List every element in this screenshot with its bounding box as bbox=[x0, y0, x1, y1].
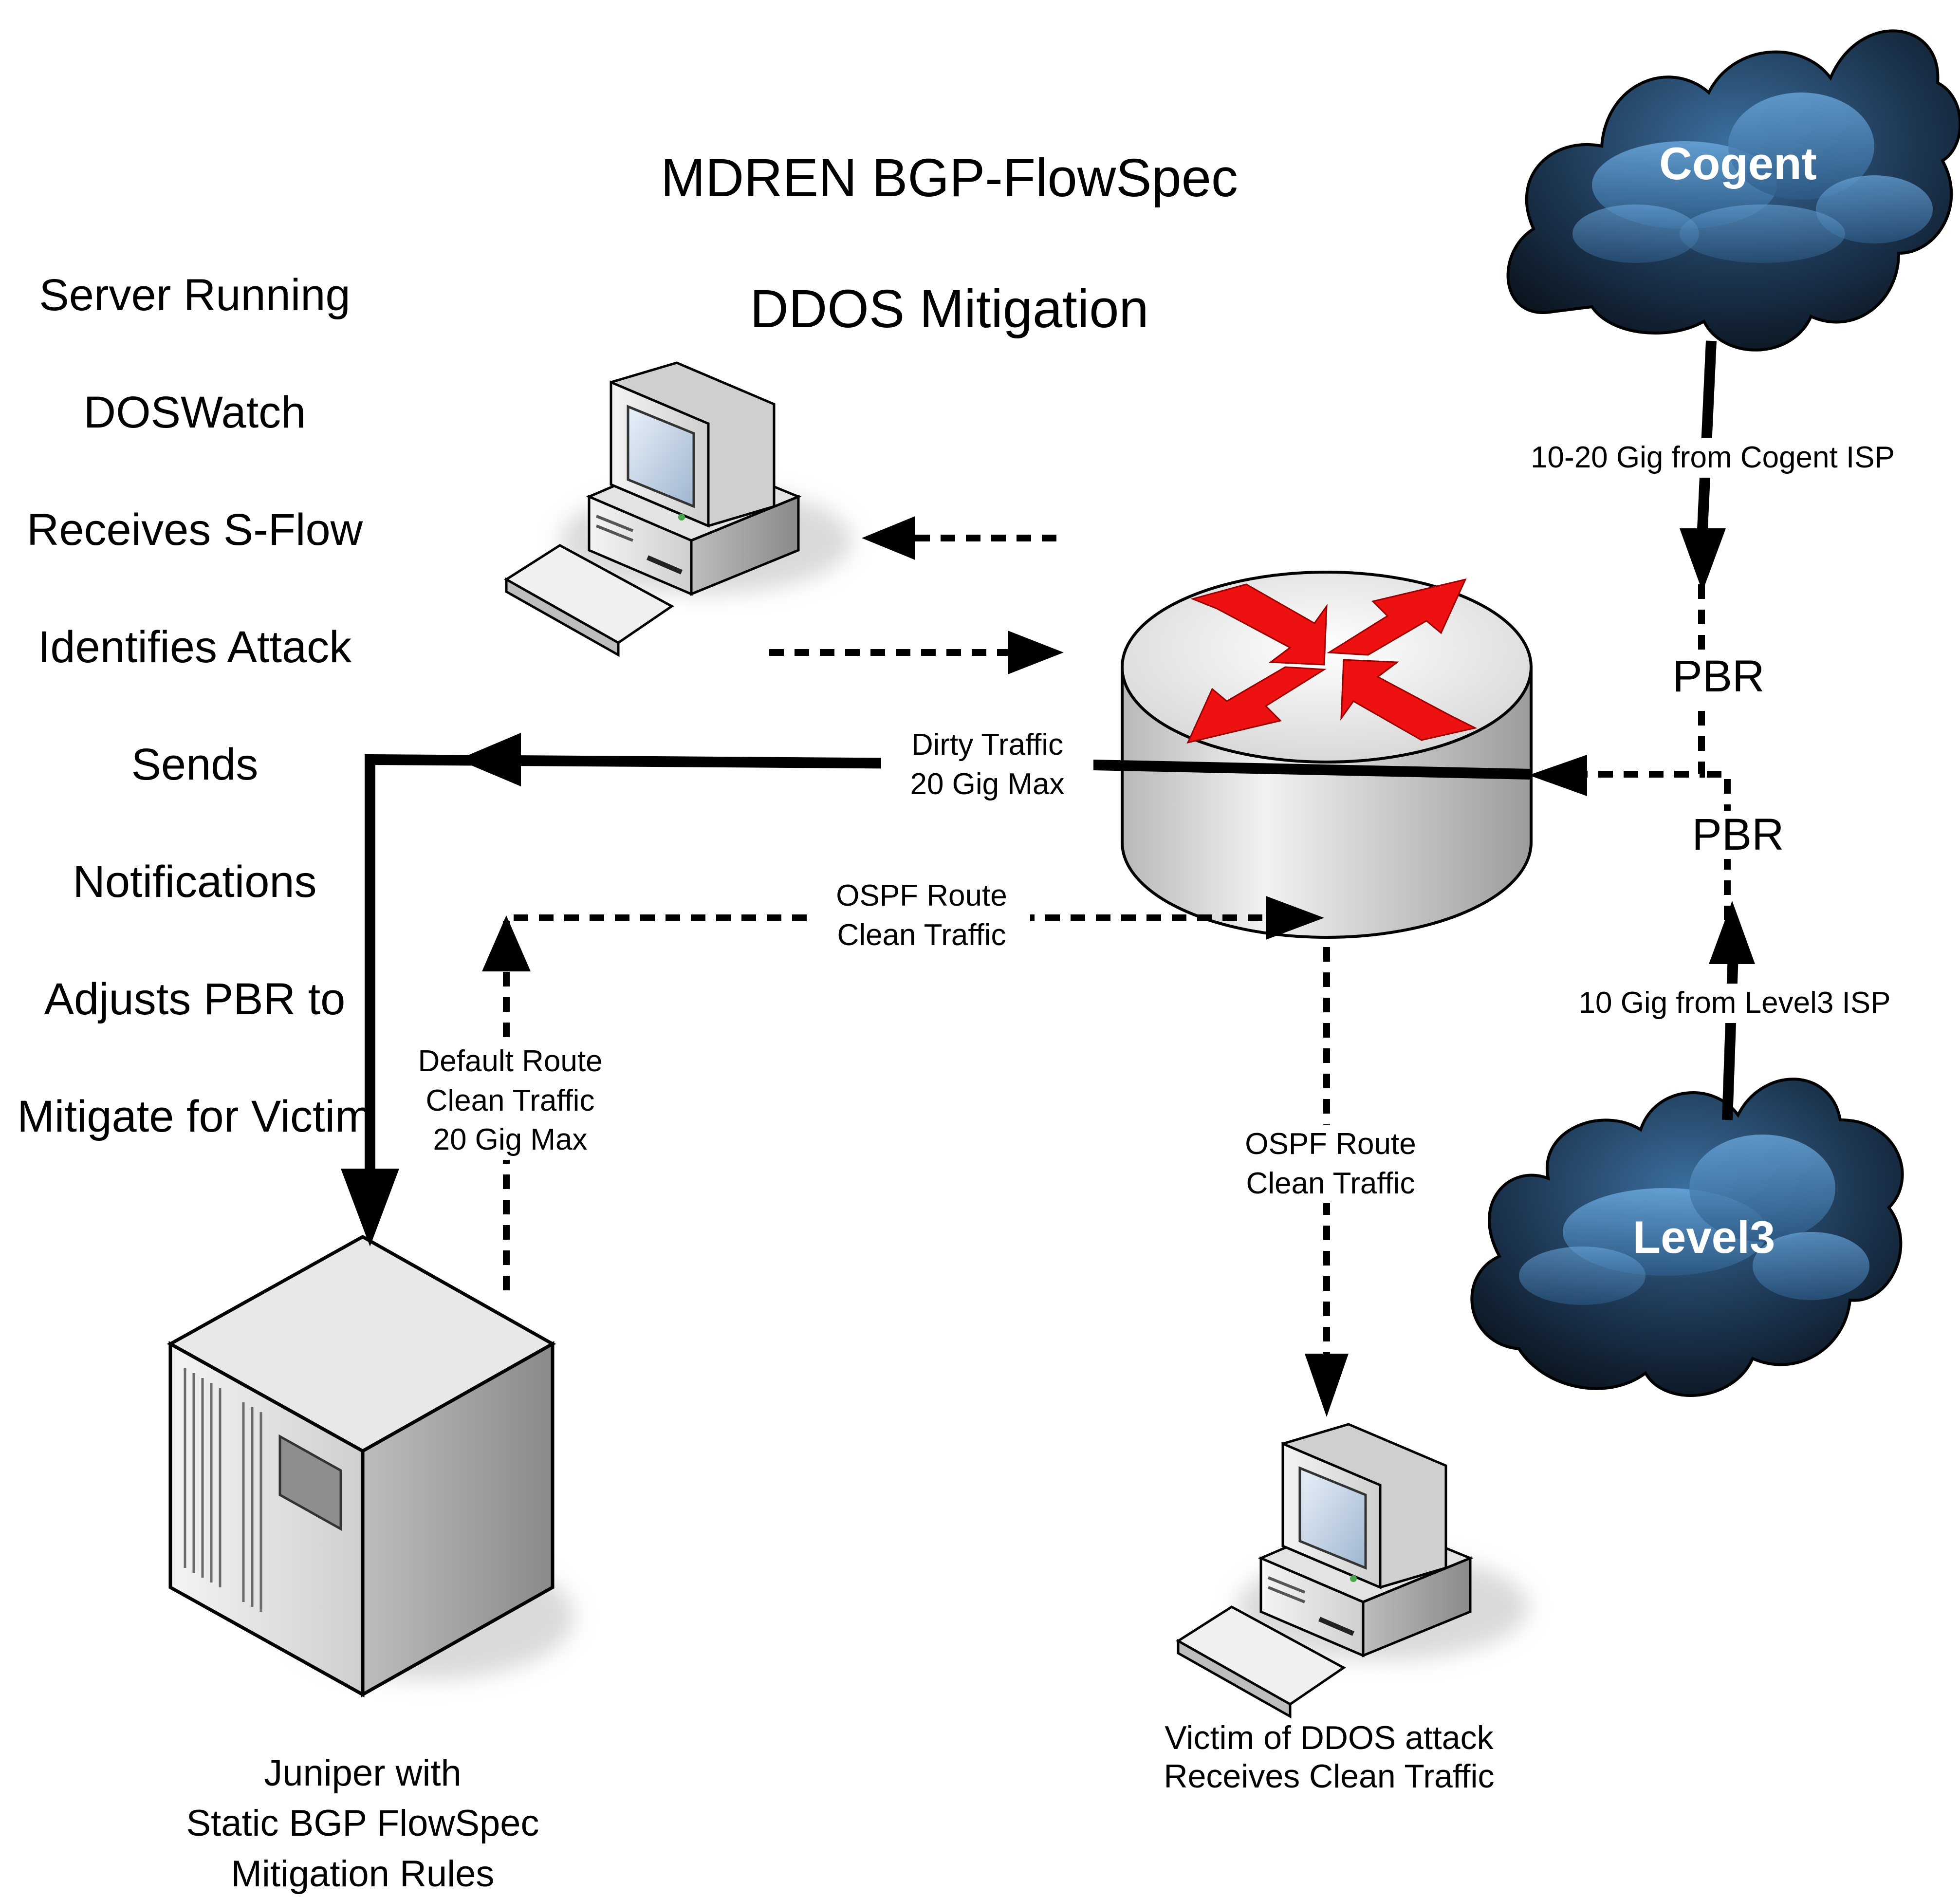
description-line: Mitigate for Victim bbox=[17, 1091, 372, 1141]
router-in-arrowhead bbox=[1529, 755, 1587, 796]
router bbox=[1121, 571, 1533, 939]
description-line: Receives S-Flow bbox=[26, 504, 363, 555]
router-arrows-icon bbox=[1186, 578, 1478, 744]
ospf-victim-label: OSPF Route Clean Traffic bbox=[1222, 1125, 1439, 1204]
description-line: Adjusts PBR to bbox=[44, 974, 346, 1024]
pbr-top-label: PBR bbox=[1650, 652, 1787, 701]
notify-arrowhead bbox=[862, 516, 915, 560]
pbr-bottom-dotted bbox=[1701, 771, 1731, 920]
cogent-label: Cogent bbox=[1659, 138, 1817, 189]
default-route-arrowhead bbox=[482, 915, 531, 971]
level3-uplink-label: 10 Gig from Level3 ISP bbox=[1538, 984, 1931, 1023]
juniper-server bbox=[166, 1234, 574, 1697]
level3-label: Level3 bbox=[1632, 1211, 1775, 1263]
victim-caption: Victim of DDOS attack Receives Clean Tra… bbox=[1164, 1719, 1495, 1795]
diagram-title: MDREN BGP-FlowSpec DDOS Mitigation bbox=[609, 80, 1290, 407]
pbr-top-dotted bbox=[1548, 584, 1705, 778]
dirty-arrowhead-left bbox=[458, 733, 521, 786]
title-line-2: DDOS Mitigation bbox=[750, 279, 1149, 339]
cogent-cloud bbox=[1506, 29, 1960, 352]
level3-cloud bbox=[1470, 1078, 1904, 1397]
ospf-return-label: OSPF Route Clean Traffic bbox=[813, 876, 1030, 955]
description-line: Notifications bbox=[73, 856, 317, 907]
ospf-return-arrowhead bbox=[1266, 896, 1324, 940]
description-line: DOSWatch bbox=[83, 387, 306, 437]
description-line: Sends bbox=[131, 739, 259, 789]
description-line: Server Running bbox=[39, 270, 351, 320]
victim-arrowhead bbox=[1305, 1354, 1349, 1417]
dirty-traffic-label: Dirty Traffic 20 Gig Max bbox=[881, 726, 1093, 804]
level3-arrowhead bbox=[1709, 901, 1755, 964]
cogent-uplink-label: 10-20 Gig from Cogent ISP bbox=[1504, 438, 1921, 478]
arrowheads bbox=[341, 516, 1755, 1417]
cogent-arrowhead bbox=[1680, 528, 1726, 592]
juniper-arrowhead bbox=[341, 1169, 399, 1247]
dirty-traffic-line bbox=[365, 754, 1532, 1188]
sflow-arrowhead bbox=[1008, 631, 1064, 674]
default-route-label: Default Route Clean Traffic 20 Gig Max bbox=[399, 1042, 621, 1160]
doswatch-description: Server Running DOSWatch Receives S-Flow … bbox=[0, 207, 389, 1205]
juniper-caption: Juniper with Static BGP FlowSpec Mitigat… bbox=[186, 1752, 539, 1895]
description-line: Identifies Attack bbox=[37, 622, 352, 672]
victim-workstation bbox=[1176, 1423, 1529, 1719]
ospf-return-line bbox=[503, 914, 1276, 1290]
pbr-bottom-label: PBR bbox=[1670, 810, 1806, 859]
level3-uplink-line bbox=[1722, 954, 1738, 1120]
title-line-1: MDREN BGP-FlowSpec bbox=[661, 148, 1238, 208]
doswatch-workstation bbox=[504, 361, 852, 657]
